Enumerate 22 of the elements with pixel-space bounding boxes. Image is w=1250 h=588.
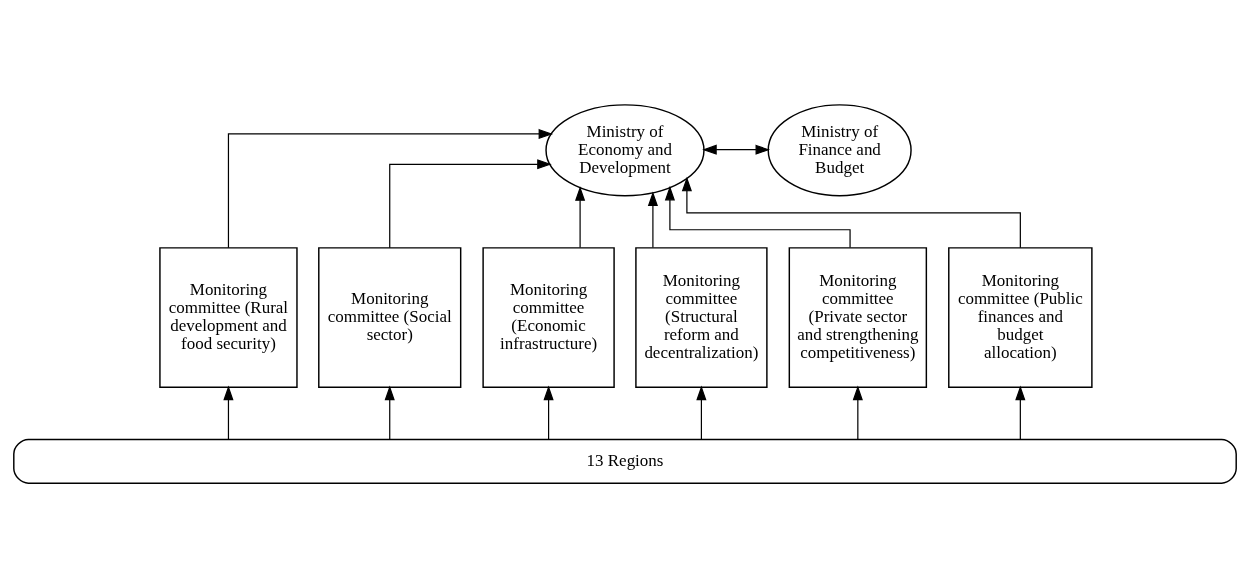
arrow [647, 191, 658, 249]
arrow [389, 159, 552, 249]
node-box: Monitoring committee (Public finances and budget allocation) [948, 247, 1093, 389]
node-ellipse: Ministry of Economy and Development [545, 104, 705, 197]
arrow [543, 385, 554, 440]
arrow [227, 128, 554, 249]
node-box: Monitoring committee (Economic infrastructure) [482, 247, 615, 389]
node-box: Monitoring committee (Social sector) [318, 247, 462, 389]
arrow [852, 385, 863, 440]
node-box: Monitoring committee (Rural development and food security) [159, 247, 298, 389]
arrow [664, 185, 851, 249]
arrow [702, 144, 771, 155]
arrow [681, 176, 1021, 249]
arrow [384, 385, 395, 440]
arrow [575, 186, 586, 249]
node-box: 13 Regions [13, 438, 1237, 484]
node-box: Monitoring committee (Structural reform and decentralization) [635, 247, 768, 389]
arrow [696, 385, 707, 440]
arrow [223, 385, 234, 440]
node-ellipse: Ministry of Finance and Budget [767, 104, 912, 197]
arrow [1015, 385, 1026, 440]
node-box: Monitoring committee (Private sector and strengthening competitiveness) [788, 247, 928, 389]
